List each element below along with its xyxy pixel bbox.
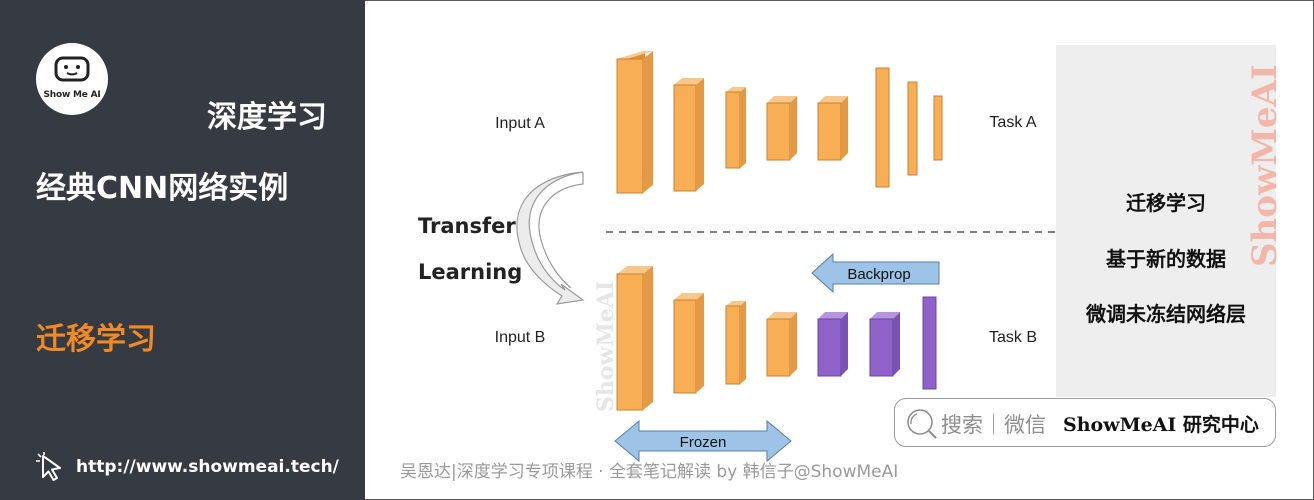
website-link[interactable]: http://www.showmeai.tech/ bbox=[76, 457, 339, 477]
task-a-label: Task A bbox=[989, 114, 1036, 131]
layer-a6 bbox=[875, 67, 890, 188]
sidebar-title-line1: 深度学习 bbox=[207, 100, 327, 135]
robot-face-icon bbox=[54, 56, 90, 82]
input-b-label: Input B bbox=[495, 329, 546, 346]
layer-a2 bbox=[673, 78, 704, 192]
transfer-label-line1: Transfer bbox=[418, 214, 516, 238]
input-a-label: Input A bbox=[495, 115, 545, 132]
layer-a1 bbox=[616, 51, 653, 194]
sidebar-url-row[interactable]: http://www.showmeai.tech/ bbox=[34, 452, 339, 482]
backprop-label: Backprop bbox=[847, 266, 910, 283]
cursor-click-icon bbox=[36, 452, 61, 481]
layer-a8 bbox=[933, 95, 943, 161]
network-b bbox=[616, 266, 937, 411]
layer-b4 bbox=[766, 312, 797, 377]
transfer-learning-diagram: Input A Task A Input B Task B Transfer L… bbox=[418, 51, 1056, 463]
brand-watermark: ShowMeAI bbox=[1245, 64, 1285, 267]
logo-text: Show Me AI bbox=[43, 90, 101, 100]
panel-line-transfer: 迁移学习 bbox=[1126, 191, 1206, 215]
layer-a5 bbox=[817, 96, 848, 161]
panel-line-new-data: 基于新的数据 bbox=[1106, 247, 1226, 271]
layer-b7 bbox=[922, 296, 937, 390]
frozen-arrow bbox=[614, 419, 792, 463]
curved-arrow-icon bbox=[516, 171, 585, 305]
layer-a4 bbox=[766, 96, 797, 161]
summary-panel: 迁移学习 基于新的数据 微调未冻结网络层 bbox=[1056, 45, 1276, 397]
sidebar-topic: 迁移学习 bbox=[36, 322, 156, 357]
footer-caption: 吴恩达|深度学习专项课程 · 全套笔记解读 by 韩信子@ShowMeAI bbox=[400, 462, 899, 482]
diagram-watermark: ShowMeAI bbox=[593, 281, 619, 412]
network-a bbox=[616, 51, 943, 194]
transfer-label-line2: Learning bbox=[418, 260, 522, 284]
sidebar-title-line2: 经典CNN网络实例 bbox=[36, 171, 289, 206]
wechat-search-box[interactable]: 搜索｜微信 ShowMeAI 研究中心 bbox=[894, 398, 1276, 447]
search-icon bbox=[907, 409, 937, 439]
layer-b1 bbox=[616, 266, 653, 411]
brand-watermark-text: ShowMeAI bbox=[1245, 64, 1285, 267]
sidebar: Show Me AI 深度学习 经典CNN网络实例 迁移学习 http://ww… bbox=[0, 0, 365, 500]
layer-b5 bbox=[817, 312, 848, 377]
frozen-label: Frozen bbox=[680, 434, 727, 451]
layer-b2 bbox=[673, 293, 704, 394]
layer-b6 bbox=[869, 312, 900, 377]
showmeai-logo: Show Me AI bbox=[36, 43, 108, 115]
layer-b3 bbox=[725, 301, 746, 385]
wechat-search-label: 搜索｜微信 bbox=[941, 413, 1046, 437]
backprop-arrow bbox=[811, 252, 940, 294]
task-b-label: Task B bbox=[989, 329, 1037, 346]
panel-line-finetune: 微调未冻结网络层 bbox=[1086, 302, 1246, 326]
wechat-brand-name: ShowMeAI 研究中心 bbox=[1063, 414, 1259, 436]
layer-a7 bbox=[907, 81, 918, 176]
layer-a3 bbox=[725, 87, 746, 169]
